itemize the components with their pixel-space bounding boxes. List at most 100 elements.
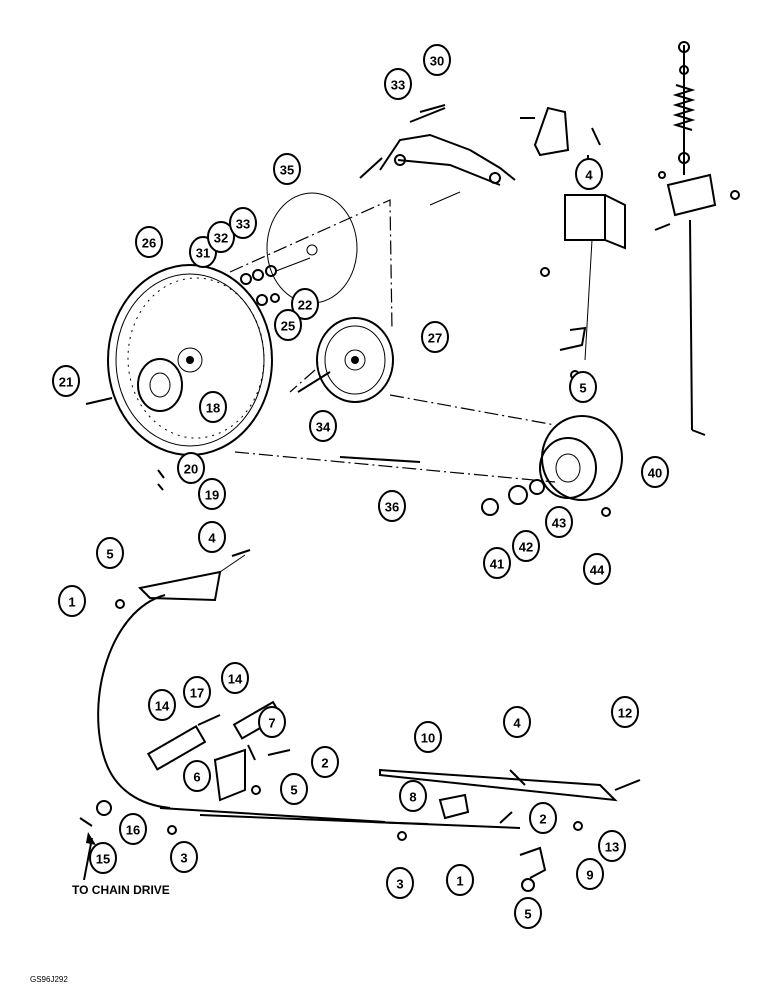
- caption-to-chain-drive: TO CHAIN DRIVE: [72, 883, 170, 897]
- callout-circle: [273, 153, 301, 185]
- callout-5-3: 5: [514, 897, 542, 929]
- clutch-pulley: [481, 415, 623, 517]
- callout-circle: [258, 706, 286, 738]
- callout-label: 10: [421, 731, 435, 746]
- callout-label: 2: [321, 756, 328, 771]
- callout-label: 6: [193, 770, 200, 785]
- callout-circle: [311, 746, 339, 778]
- callout-circle: [386, 867, 414, 899]
- callout-circle: [569, 371, 597, 403]
- callout-25: 25: [274, 309, 302, 341]
- callout-42: 42: [512, 530, 540, 562]
- callout-label: 33: [236, 217, 250, 232]
- callout-8: 8: [399, 780, 427, 812]
- callout-circle: [119, 813, 147, 845]
- bolts: [85, 104, 641, 892]
- callout-16: 16: [119, 813, 147, 845]
- callout-label: 9: [586, 868, 593, 883]
- callout-label: 14: [155, 699, 170, 714]
- callout-label: 5: [579, 381, 586, 396]
- callout-label: 5: [106, 547, 113, 562]
- callout-circle: [421, 321, 449, 353]
- callout-label: 13: [605, 840, 619, 855]
- line-art: [79, 41, 740, 892]
- drive-belt: [229, 199, 556, 483]
- callout-circle: [135, 226, 163, 258]
- callout-circle: [207, 221, 235, 253]
- callout-circle: [423, 44, 451, 76]
- callout-circle: [576, 858, 604, 890]
- callout-label: 27: [428, 331, 442, 346]
- drawing-code: GS96J292: [30, 975, 68, 984]
- callout-2: 2: [311, 746, 339, 778]
- callout-layer: 1122334445555678910121314141516171819202…: [52, 44, 669, 929]
- callout-34: 34: [309, 410, 337, 442]
- callout-label: 12: [618, 706, 632, 721]
- callout-circle: [96, 537, 124, 569]
- callout-circle: [170, 841, 198, 873]
- callout-circle: [177, 452, 205, 484]
- callout-circle: [598, 830, 626, 862]
- callout-label: 5: [290, 783, 297, 798]
- idler-shaft: [297, 371, 331, 393]
- callout-3-2: 3: [386, 867, 414, 899]
- callout-label: 20: [184, 462, 198, 477]
- callout-circle: [483, 547, 511, 579]
- callout-21: 21: [52, 365, 80, 397]
- callout-label: 31: [196, 246, 210, 261]
- callout-circle: [446, 864, 474, 896]
- callout-circle: [183, 760, 211, 792]
- callout-14-2: 14: [221, 662, 249, 694]
- callout-circle: [384, 68, 412, 100]
- callout-label: 19: [205, 488, 219, 503]
- callout-label: 14: [228, 672, 243, 687]
- callout-label: 26: [142, 236, 156, 251]
- shield-disc: [266, 192, 358, 304]
- spring-rod: [654, 41, 740, 436]
- callout-circle: [58, 585, 86, 617]
- callout-33: 33: [229, 207, 257, 239]
- callout-label: 7: [268, 716, 275, 731]
- callout-circle: [274, 309, 302, 341]
- callout-4: 4: [198, 521, 226, 553]
- callout-15: 15: [89, 842, 117, 874]
- callout-3: 3: [170, 841, 198, 873]
- callout-20: 20: [177, 452, 205, 484]
- callout-label: 43: [552, 516, 566, 531]
- callout-circle: [198, 478, 226, 510]
- callout-40: 40: [641, 456, 669, 488]
- callout-17: 17: [183, 676, 211, 708]
- callout-circle: [378, 490, 406, 522]
- fasteners-lower: [79, 800, 112, 827]
- brake-band: [97, 554, 246, 809]
- callout-circle: [148, 689, 176, 721]
- callout-1-2: 1: [446, 864, 474, 896]
- chain-drive-arrow: [83, 832, 96, 881]
- callout-circle: [503, 706, 531, 738]
- callout-label: 22: [298, 298, 312, 313]
- callout-circle: [221, 662, 249, 694]
- callout-circle: [611, 696, 639, 728]
- callout-label: 2: [539, 812, 546, 827]
- callout-label: 4: [513, 716, 521, 731]
- callout-label: 4: [208, 531, 216, 546]
- callout-circle: [414, 721, 442, 753]
- callout-label: 1: [456, 874, 463, 889]
- callout-label: 3: [396, 877, 403, 892]
- callout-5-2: 5: [280, 773, 308, 805]
- callout-label: 41: [490, 557, 504, 572]
- callout-27: 27: [421, 321, 449, 353]
- callout-label: 42: [519, 540, 533, 555]
- callout-label: 15: [96, 852, 110, 867]
- callout-35: 35: [273, 153, 301, 185]
- callout-circle: [52, 365, 80, 397]
- callout-43: 43: [545, 506, 573, 538]
- callout-label: 18: [206, 401, 220, 416]
- callout-label: 32: [214, 231, 228, 246]
- callout-label: 4: [585, 168, 593, 183]
- callout-label: 40: [648, 466, 662, 481]
- lower-bracket: [159, 748, 618, 879]
- callout-circle: [309, 410, 337, 442]
- hardware-stack: [240, 257, 311, 306]
